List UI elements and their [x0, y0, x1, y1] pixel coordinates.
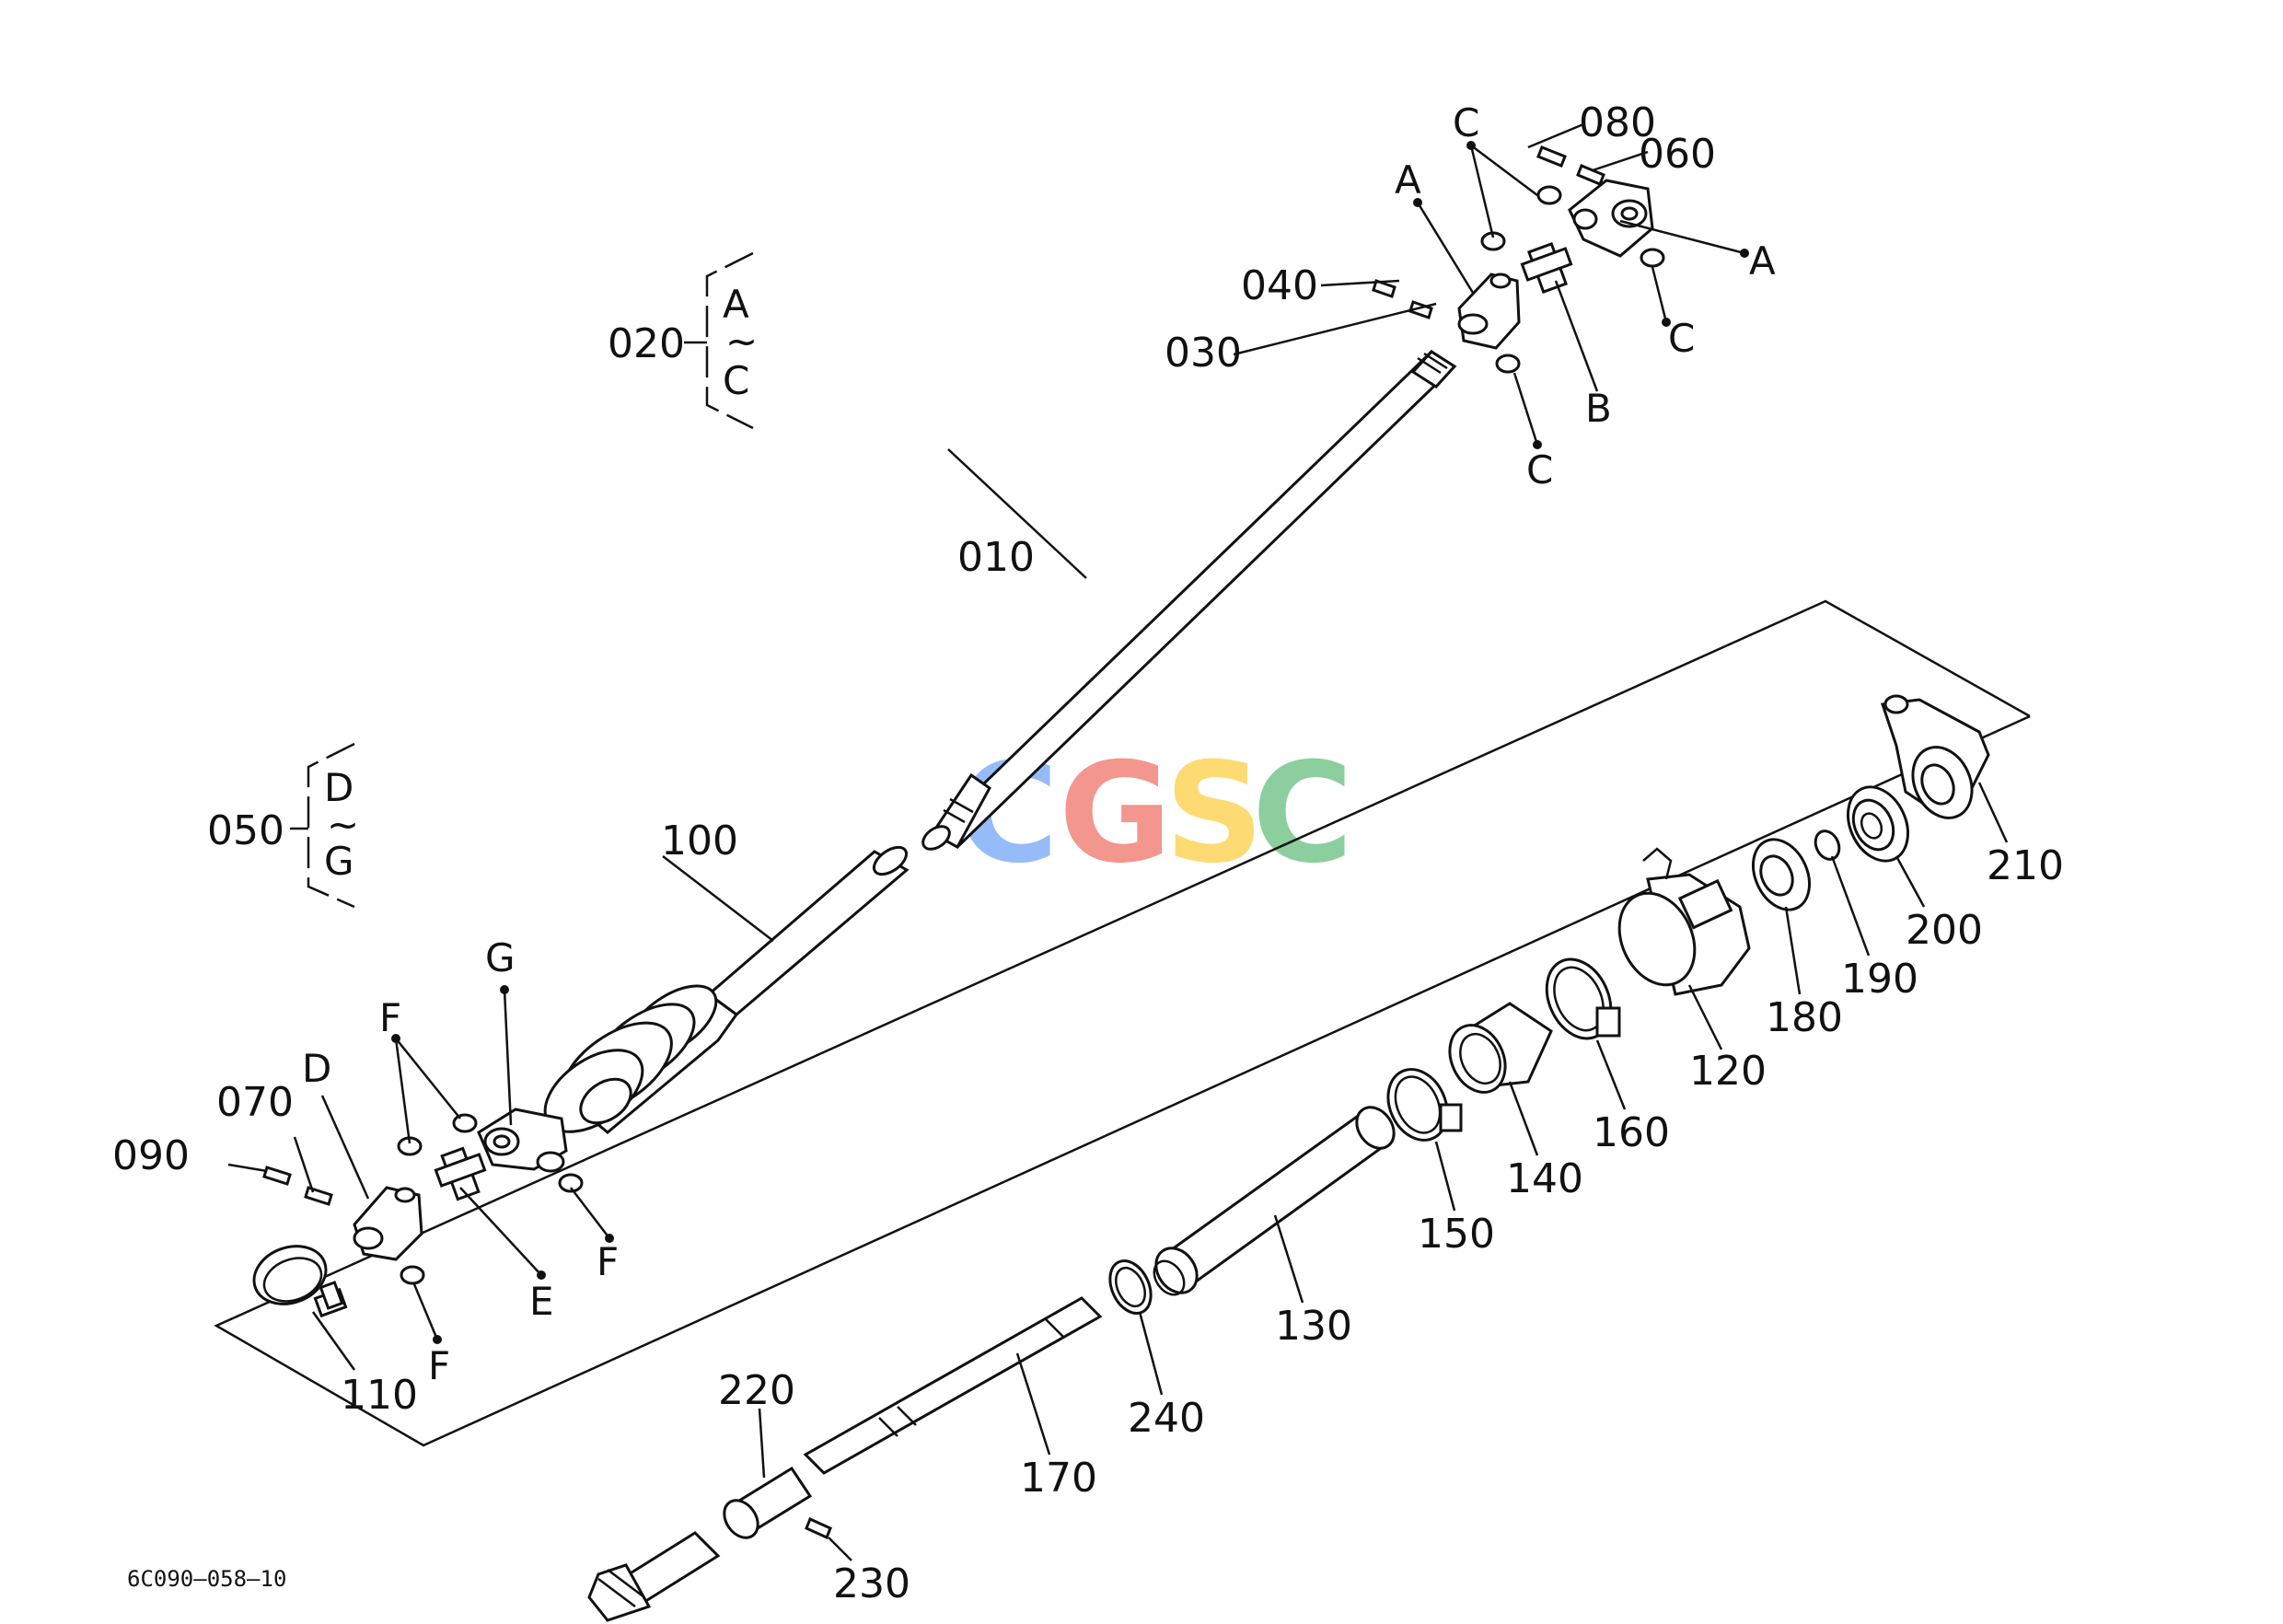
callout-150: 150: [1418, 1211, 1495, 1258]
reference-letters: A A B C C C C D E F F F G: [302, 100, 1776, 1388]
callout-190: 190: [1841, 956, 1918, 1003]
letter-b-cross: B: [1585, 386, 1612, 431]
letter-f-right: F: [597, 1239, 619, 1284]
part-100-tube-boot: [543, 845, 910, 1134]
lower-drive-assembly: [587, 694, 1990, 1622]
letter-f-top: F: [379, 995, 401, 1040]
group-020-tilde: ~: [725, 319, 758, 364]
letter-g-yoke: G: [485, 935, 516, 980]
callout-010: 010: [957, 534, 1035, 581]
group-050-to: G: [324, 839, 354, 884]
letter-f-bottom: F: [428, 1343, 450, 1388]
callout-210: 210: [1987, 842, 2064, 889]
group-020-to: C: [723, 358, 749, 403]
group-020-from: A: [723, 282, 749, 327]
upper-universal-joint: [1372, 145, 1665, 374]
watermark-letter-4: C: [1252, 734, 1353, 894]
leader-lines: [227, 122, 2009, 1561]
callout-100: 100: [661, 818, 738, 864]
callout-110: 110: [341, 1372, 418, 1419]
letter-e-cross: E: [529, 1279, 554, 1324]
letter-c-top: C: [1453, 100, 1479, 145]
part-010-shaft: [921, 350, 1457, 851]
letter-a-yoke-end: A: [1749, 238, 1776, 284]
callout-200: 200: [1906, 907, 1983, 954]
callout-070: 070: [216, 1079, 294, 1126]
callout-060: 060: [1639, 131, 1716, 178]
callout-080: 080: [1579, 99, 1656, 146]
callout-130: 130: [1275, 1303, 1352, 1350]
group-050-from: D: [324, 765, 353, 810]
callout-230: 230: [833, 1560, 910, 1607]
group-050-bracket: 050 D ~ G: [207, 742, 359, 909]
lower-universal-joint: [252, 1108, 584, 1318]
callout-120: 120: [1689, 1048, 1767, 1095]
watermark-letter-2: G: [1059, 734, 1172, 894]
letter-a-yoke: A: [1395, 157, 1421, 203]
letter-c-bottom: C: [1526, 447, 1553, 493]
group-020-bracket: 020 A ~ C: [608, 251, 758, 430]
callout-labels: 010 030 040 060 070 080 090 100 110 120 …: [112, 99, 2064, 1607]
callout-160: 160: [1593, 1109, 1670, 1156]
letter-d-yoke: D: [302, 1046, 331, 1091]
watermark-letter-3: S: [1165, 734, 1264, 894]
callout-220: 220: [718, 1367, 795, 1414]
callout-180: 180: [1766, 994, 1843, 1041]
drawing-code: 6C090—058—10: [127, 1566, 286, 1592]
callout-090: 090: [112, 1132, 190, 1179]
letter-c-right: C: [1668, 316, 1695, 361]
callout-140: 140: [1506, 1155, 1583, 1202]
assembly-outline: [214, 599, 2031, 1447]
callout-170: 170: [1020, 1455, 1097, 1502]
group-050-tilde: ~: [327, 802, 359, 847]
callout-040: 040: [1241, 262, 1318, 309]
callout-030: 030: [1165, 330, 1242, 377]
callout-050: 050: [207, 807, 284, 854]
callout-020: 020: [608, 320, 685, 367]
callout-240: 240: [1128, 1395, 1205, 1442]
